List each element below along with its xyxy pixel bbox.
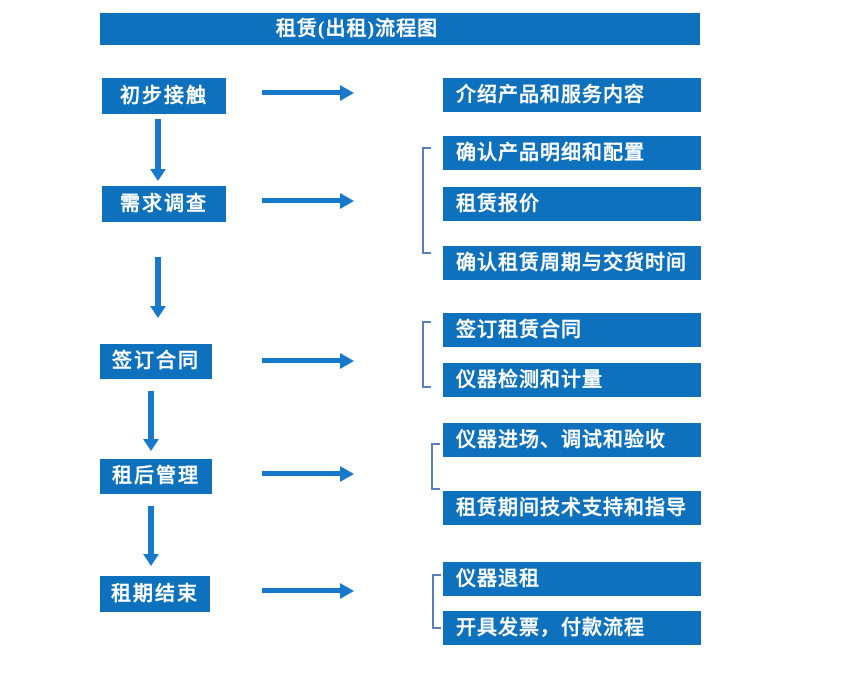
output-box-invoice-payment-process: 开具发票，付款流程 [443, 611, 701, 645]
stage-box-sign-contract: 签订合同 [100, 344, 212, 379]
output-box-rental-quotation: 租赁报价 [443, 187, 701, 221]
page-title: 租赁(出租)流程图 [100, 13, 700, 45]
stage-box-post-rental-management: 租后管理 [100, 459, 212, 494]
output-box-instrument-return: 仪器退租 [443, 562, 701, 596]
down-arrow-icon [155, 119, 161, 169]
output-box-introduce-products-services: 介绍产品和服务内容 [443, 78, 701, 112]
output-box-confirm-period-delivery: 确认租赁周期与交货时间 [443, 246, 701, 280]
bracket-connector [432, 574, 441, 629]
down-arrow-icon [155, 257, 161, 306]
output-box-technical-support-guidance: 租赁期间技术支持和指导 [443, 491, 701, 525]
stage-box-initial-contact: 初步接触 [102, 78, 226, 114]
stage-box-rental-end: 租期结束 [100, 576, 210, 612]
bracket-connector [422, 321, 431, 388]
down-arrow-icon [148, 506, 154, 554]
right-arrow-icon [262, 588, 340, 593]
output-box-sign-rental-contract: 签订租赁合同 [443, 313, 701, 347]
right-arrow-icon [262, 471, 340, 476]
output-box-instrument-entry-debug-acceptance: 仪器进场、调试和验收 [443, 423, 701, 457]
bracket-connector [422, 147, 431, 254]
right-arrow-icon [262, 90, 340, 95]
stage-box-demand-survey: 需求调查 [102, 186, 226, 222]
down-arrow-icon [148, 391, 154, 439]
output-box-instrument-testing-metering: 仪器检测和计量 [443, 363, 701, 397]
output-box-confirm-product-details: 确认产品明细和配置 [443, 136, 701, 170]
right-arrow-icon [262, 358, 340, 363]
right-arrow-icon [262, 198, 340, 203]
bracket-connector [431, 443, 440, 490]
